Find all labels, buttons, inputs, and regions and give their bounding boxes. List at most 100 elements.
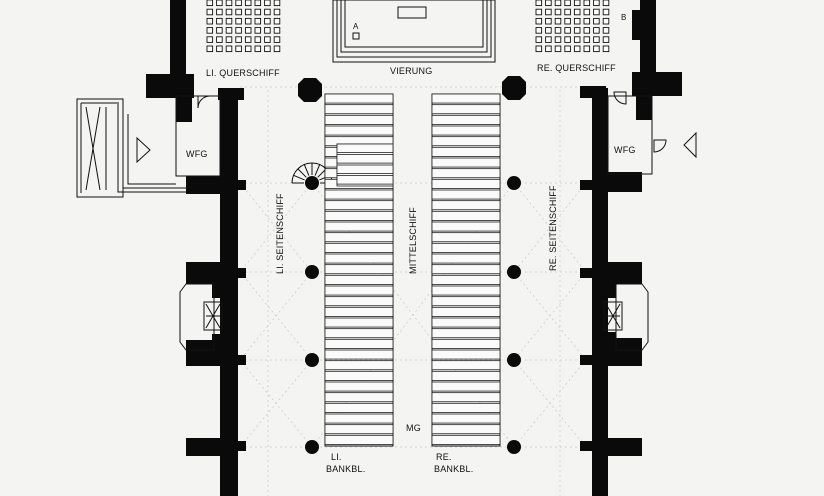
vault-grid: [239, 86, 590, 496]
left-wall: [146, 0, 246, 496]
transept-seat: [545, 27, 552, 34]
pew-row: [431, 413, 501, 424]
pew-row: [324, 274, 394, 285]
pew-row: [324, 285, 394, 296]
transept-seat: [602, 36, 610, 43]
transept-seat: [206, 27, 214, 34]
transept-seat: [264, 36, 271, 43]
pew-row: [431, 381, 501, 392]
transept-seat: [264, 45, 271, 53]
pew-row: [431, 338, 501, 349]
right-wfg-label: WFG: [614, 145, 636, 155]
transept-seat: [573, 45, 581, 53]
transept-seat: [235, 27, 242, 34]
transept-seat: [545, 36, 552, 43]
transept-seat: [273, 36, 281, 43]
transept-seat: [206, 17, 214, 25]
transept-seat: [244, 17, 252, 25]
transept-seat: [254, 27, 262, 34]
transept-seat: [254, 0, 262, 7]
left-aisle-label: LI. SEITENSCHIFF: [275, 193, 285, 274]
transept-seat: [573, 17, 581, 25]
transept-seat: [225, 17, 233, 25]
pew-row: [324, 264, 394, 275]
pew-row: [431, 210, 501, 221]
transept-seat: [206, 36, 214, 43]
pew-row: [324, 189, 394, 200]
pew-row: [431, 221, 501, 232]
transept-seat: [545, 0, 552, 7]
pew-row: [431, 349, 501, 360]
transept-seat: [244, 8, 252, 16]
transept-seat: [206, 8, 214, 16]
transept-seat: [235, 17, 242, 25]
transept-seat: [593, 0, 600, 7]
transept-seat: [225, 45, 233, 53]
transept-seat: [206, 0, 214, 7]
transept-seat: [235, 36, 242, 43]
altar-marker-label: A: [353, 22, 359, 31]
transept-seat: [545, 8, 552, 16]
pew-row: [431, 285, 501, 296]
pew-row: [324, 253, 394, 264]
pew-row: [324, 317, 394, 328]
pew-row: [324, 328, 394, 339]
right-entrance-arrow-icon: [683, 131, 697, 159]
pew-row: [431, 168, 501, 179]
pew-row: [324, 200, 394, 211]
left-entrance-arrow-icon: [136, 136, 151, 164]
pew-row: [324, 296, 394, 307]
transept-seat: [273, 45, 281, 53]
transept-seat: [602, 17, 610, 25]
transept-seat: [216, 0, 223, 7]
transept-seat: [216, 17, 223, 25]
pew-row: [324, 242, 394, 253]
pew-row: [324, 114, 394, 125]
doors: [197, 91, 667, 153]
pew-row: [324, 338, 394, 349]
pew-row-short: [336, 164, 394, 175]
transept-seat: [554, 27, 562, 34]
transept-seat: [573, 27, 581, 34]
pew-row: [324, 210, 394, 221]
pew-row: [324, 434, 394, 445]
b-marker-label: B: [621, 13, 626, 22]
transept-seat: [244, 36, 252, 43]
transept-seat: [602, 8, 610, 16]
pew-row: [431, 125, 501, 136]
transept-seat: [225, 0, 233, 7]
transept-seat: [254, 45, 262, 53]
transept-seat: [573, 36, 581, 43]
transept-seat: [593, 36, 600, 43]
right-pew-block: [431, 93, 501, 447]
transept-seat: [583, 27, 591, 34]
right-aisle-label: RE. SEITENSCHIFF: [548, 185, 558, 271]
right-annex: [607, 95, 653, 175]
pew-row: [324, 306, 394, 317]
nave-label: MITTELSCHIFF: [408, 207, 418, 274]
pew-row: [324, 402, 394, 413]
pew-row: [324, 370, 394, 381]
transept-seat: [225, 36, 233, 43]
pew-row: [431, 328, 501, 339]
pew-row: [324, 349, 394, 360]
transept-seat: [244, 45, 252, 53]
transept-seat: [254, 8, 262, 16]
pew-row: [431, 360, 501, 371]
transept-seat: [206, 45, 214, 53]
transept-seat: [554, 36, 562, 43]
transept-seat: [216, 45, 223, 53]
transept-seat: [225, 27, 233, 34]
left-porch: [179, 283, 223, 351]
transept-seat: [564, 0, 571, 7]
pew-row: [431, 114, 501, 125]
pew-row-short: [336, 175, 394, 185]
transept-seat: [545, 17, 552, 25]
pulpit-step: [303, 164, 310, 176]
transept-seat: [602, 0, 610, 7]
transept-seat: [535, 27, 543, 34]
transept-seat: [216, 27, 223, 34]
left-wfg-label: WFG: [186, 149, 208, 159]
pew-row: [431, 157, 501, 168]
